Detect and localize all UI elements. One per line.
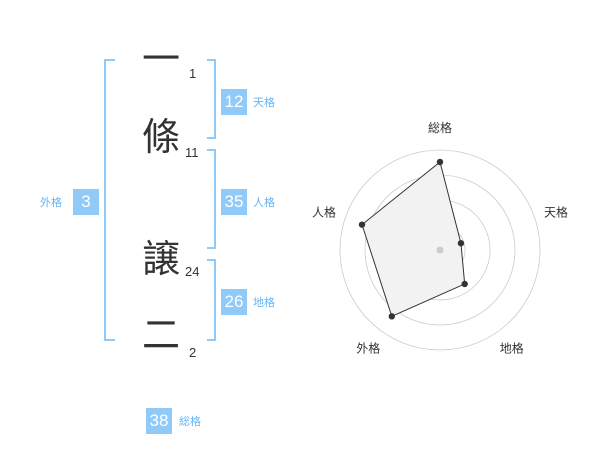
name-char-4: 二: [141, 313, 180, 357]
bracket-lines: [104, 59, 216, 341]
radar-axis-label-地格: 地格: [500, 341, 524, 356]
radar-axis-label-天格: 天格: [544, 204, 568, 219]
radar-point-地格: [461, 280, 468, 288]
name-char-2: 條: [141, 115, 180, 159]
radar-center-dot: [436, 246, 444, 254]
radar-axis-label-総格: 総格: [428, 120, 452, 135]
radar-point-天格: [457, 240, 465, 247]
name-char-3: 譲: [141, 237, 180, 281]
name-char-1: 一: [141, 37, 180, 81]
radar-point-総格: [436, 158, 444, 166]
radar-point-人格: [358, 221, 366, 228]
soukaku-badge: 38: [146, 408, 172, 434]
radar-axis-label-外格: 外格: [356, 341, 380, 356]
stroke-count-4: 2: [189, 345, 197, 360]
soukaku-label: 総格: [179, 415, 201, 428]
tenkaku-badge: 12: [221, 89, 247, 115]
chikaku-label: 地格: [253, 296, 275, 309]
radar-point-外格: [388, 313, 396, 320]
jinkaku-bracket: [207, 149, 216, 249]
radar-axis-label-人格: 人格: [312, 204, 336, 219]
tenkaku-bracket: [207, 59, 216, 139]
radar-polygon: [361, 161, 466, 318]
radar-points: [358, 158, 468, 320]
stroke-count-2: 11: [185, 145, 199, 160]
gaikaku-bracket: [104, 59, 115, 341]
radar-ring-4: [339, 149, 541, 351]
gaikaku-label: 外格: [40, 196, 62, 209]
stroke-count-3: 24: [185, 264, 200, 279]
tenkaku-label: 天格: [253, 96, 275, 109]
chikaku-bracket: [207, 259, 216, 341]
chikaku-badge: 26: [221, 289, 247, 315]
jinkaku-badge: 35: [221, 189, 247, 215]
gaikaku-badge: 3: [73, 189, 99, 215]
jinkaku-label: 人格: [253, 196, 275, 209]
stroke-count-1: 1: [189, 66, 197, 81]
